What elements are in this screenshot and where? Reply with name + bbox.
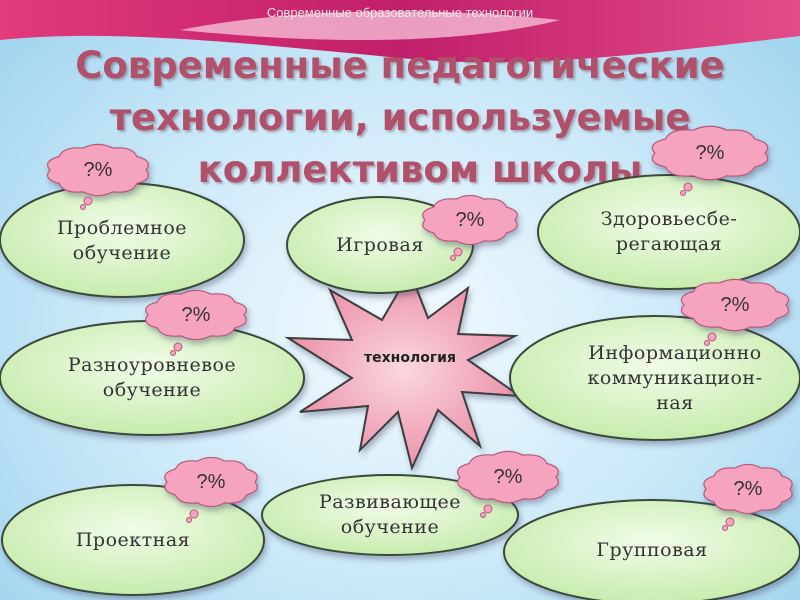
node-health-label: Здоровьесбе- регающая — [600, 208, 738, 255]
title-line-3: коллективом школы — [197, 148, 643, 191]
node-problem: Проблемное обучение — [0, 185, 244, 297]
cloud-group — [703, 463, 793, 531]
percent-tag-health: ?% — [695, 141, 725, 164]
node-ict-label: Информационно коммуникацион- ная — [587, 341, 763, 414]
node-developing: Развивающее обучение — [262, 475, 518, 555]
node-multilevel: Разноуровневое обучение — [0, 321, 304, 435]
node-project: Проектная — [2, 485, 264, 595]
center-label: технология — [364, 350, 456, 366]
percent-tag-group: ?% — [733, 477, 763, 500]
node-project-label: Проектная — [75, 528, 191, 551]
cloud-ict — [680, 278, 790, 346]
node-developing-shape — [261, 474, 519, 556]
slide-title: Современные педагогические технологии, и… — [40, 40, 760, 196]
cloud-problem — [47, 143, 149, 210]
node-health: Здоровьесбе- регающая — [538, 175, 800, 289]
center-star — [284, 269, 524, 472]
title-line-1: Современные педагогические — [75, 44, 725, 87]
slide-header: Современные образовательные технологии — [266, 5, 534, 20]
percent-tag-project: ?% — [196, 470, 226, 493]
cloud-project — [164, 456, 258, 523]
percent-tag-ict: ?% — [720, 293, 750, 316]
node-health-shape — [537, 174, 800, 290]
node-developing-label: Развивающее обучение — [318, 491, 462, 538]
percent-tag-multilevel: ?% — [181, 303, 211, 326]
top-band-highlight — [180, 11, 560, 41]
cloud-game — [422, 194, 518, 261]
node-game: Игровая — [287, 197, 473, 293]
node-group-label: Групповая — [596, 538, 708, 561]
percent-tag-developing: ?% — [493, 465, 523, 488]
cloud-health — [651, 125, 769, 196]
node-problem-label: Проблемное обучение — [56, 217, 188, 264]
node-ict-shape — [509, 315, 800, 441]
node-game-label: Игровая — [336, 233, 424, 256]
node-group: Групповая — [504, 500, 800, 600]
cloud-multilevel — [145, 289, 247, 356]
node-ict: Информационно коммуникацион- ная — [510, 316, 800, 440]
cloud-developing — [457, 450, 559, 518]
percent-tag-problem: ?% — [83, 158, 113, 181]
cloud-tags — [47, 125, 793, 531]
title-line-2: технологии, используемые — [109, 96, 691, 139]
node-project-shape — [1, 484, 265, 596]
node-multilevel-label: Разноуровневое обучение — [67, 354, 237, 401]
percent-tag-game: ?% — [455, 208, 485, 231]
node-group-shape — [503, 499, 800, 600]
